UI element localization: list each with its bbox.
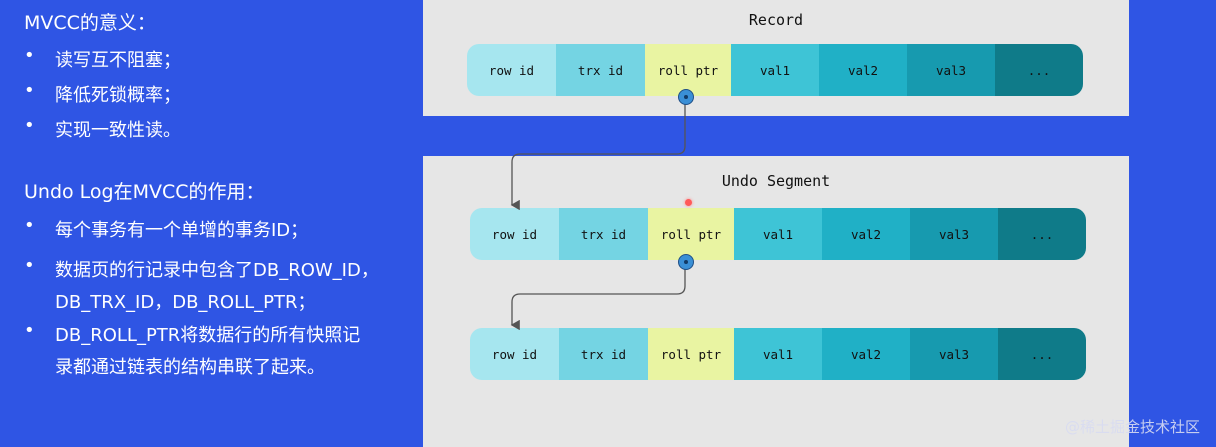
row-id-cell: row id: [470, 328, 559, 380]
val2-cell: val2: [822, 328, 910, 380]
undo-point: DB_ROLL_PTR将数据行的所有快照记: [55, 325, 361, 346]
ellipsis-cell: ...: [995, 44, 1083, 96]
bullet-icon: •: [24, 115, 35, 136]
roll-ptr-cell: roll ptr: [645, 44, 731, 96]
val3-cell: val3: [910, 328, 998, 380]
roll-ptr-cell: roll ptr: [648, 208, 734, 260]
roll-ptr-cell: roll ptr: [648, 328, 734, 380]
cursor-dot-icon: [685, 199, 692, 206]
val3-cell: val3: [907, 44, 995, 96]
roll-ptr-pointer-icon: [678, 89, 694, 105]
val3-cell: val3: [910, 208, 998, 260]
bullet-icon: •: [24, 45, 35, 66]
undo-point-continuation: 录都通过链表的结构串联了起来。: [55, 357, 325, 378]
mvcc-point: 降低死锁概率；: [55, 85, 181, 106]
val1-cell: val1: [731, 44, 819, 96]
trx-id-cell: trx id: [559, 328, 648, 380]
undo-point: 每个事务有一个单增的事务ID；: [55, 220, 309, 241]
pointer-arrow-undo-to-undo: [510, 263, 686, 331]
row-id-cell: row id: [467, 44, 556, 96]
record-title: Record: [748, 11, 804, 29]
bullet-icon: •: [24, 215, 35, 236]
ellipsis-cell: ...: [998, 208, 1086, 260]
mvcc-heading: MVCC的意义：: [24, 12, 156, 34]
trx-id-cell: trx id: [559, 208, 648, 260]
row-id-cell: row id: [470, 208, 559, 260]
bullet-icon: •: [24, 320, 35, 341]
watermark: @稀土掘金技术社区: [1064, 418, 1200, 436]
ellipsis-cell: ...: [998, 328, 1086, 380]
val2-cell: val2: [819, 44, 907, 96]
val2-cell: val2: [822, 208, 910, 260]
undo-point-continuation: DB_TRX_ID，DB_ROLL_PTR；: [55, 292, 316, 313]
undo-segment-title: Undo Segment: [721, 172, 831, 190]
mvcc-point: 读写互不阻塞；: [55, 50, 181, 71]
bullet-icon: •: [24, 80, 35, 101]
val1-cell: val1: [734, 328, 822, 380]
roll-ptr-pointer-icon: [678, 254, 694, 270]
val1-cell: val1: [734, 208, 822, 260]
mvcc-point: 实现一致性读。: [55, 120, 181, 141]
pointer-arrow-record-to-undo: [510, 97, 686, 211]
bullet-icon: •: [24, 255, 35, 276]
undo-point: 数据页的行记录中包含了DB_ROW_ID，: [55, 260, 379, 281]
undo-segment-panel: Undo Segment: [423, 156, 1129, 447]
trx-id-cell: trx id: [556, 44, 645, 96]
undo-heading: Undo Log在MVCC的作用：: [24, 181, 265, 203]
